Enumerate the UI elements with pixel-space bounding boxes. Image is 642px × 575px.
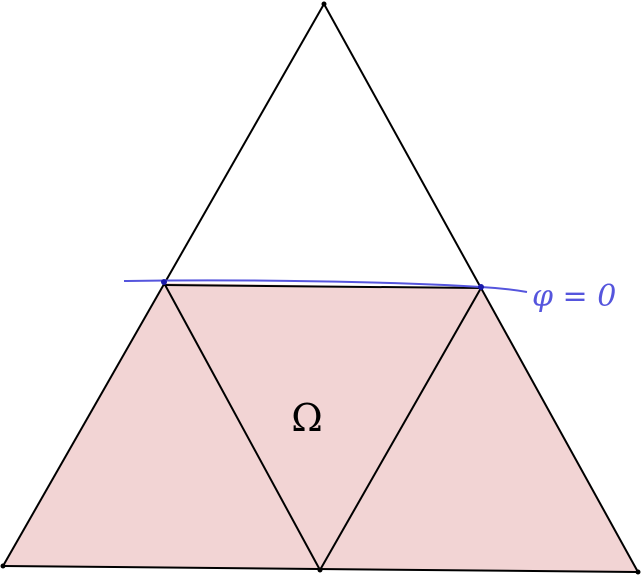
edge xyxy=(163,284,482,289)
vertex xyxy=(321,1,327,7)
intersection-point xyxy=(478,284,484,290)
domain-label: Ω xyxy=(291,396,323,440)
edge xyxy=(319,287,482,571)
level-set-curve xyxy=(123,279,528,293)
domain-center-triangle xyxy=(164,283,481,570)
vertex xyxy=(0,563,6,569)
domain-right-triangle xyxy=(320,288,638,572)
domain-omega xyxy=(3,283,638,572)
edge xyxy=(163,282,321,571)
intersection-points xyxy=(161,279,484,290)
vertex xyxy=(635,569,641,575)
edge xyxy=(2,3,325,567)
domain-left-triangle xyxy=(3,283,320,570)
level-set-label: φ = 0 xyxy=(532,279,616,314)
intersection-point xyxy=(161,279,167,285)
vertex xyxy=(317,567,323,573)
